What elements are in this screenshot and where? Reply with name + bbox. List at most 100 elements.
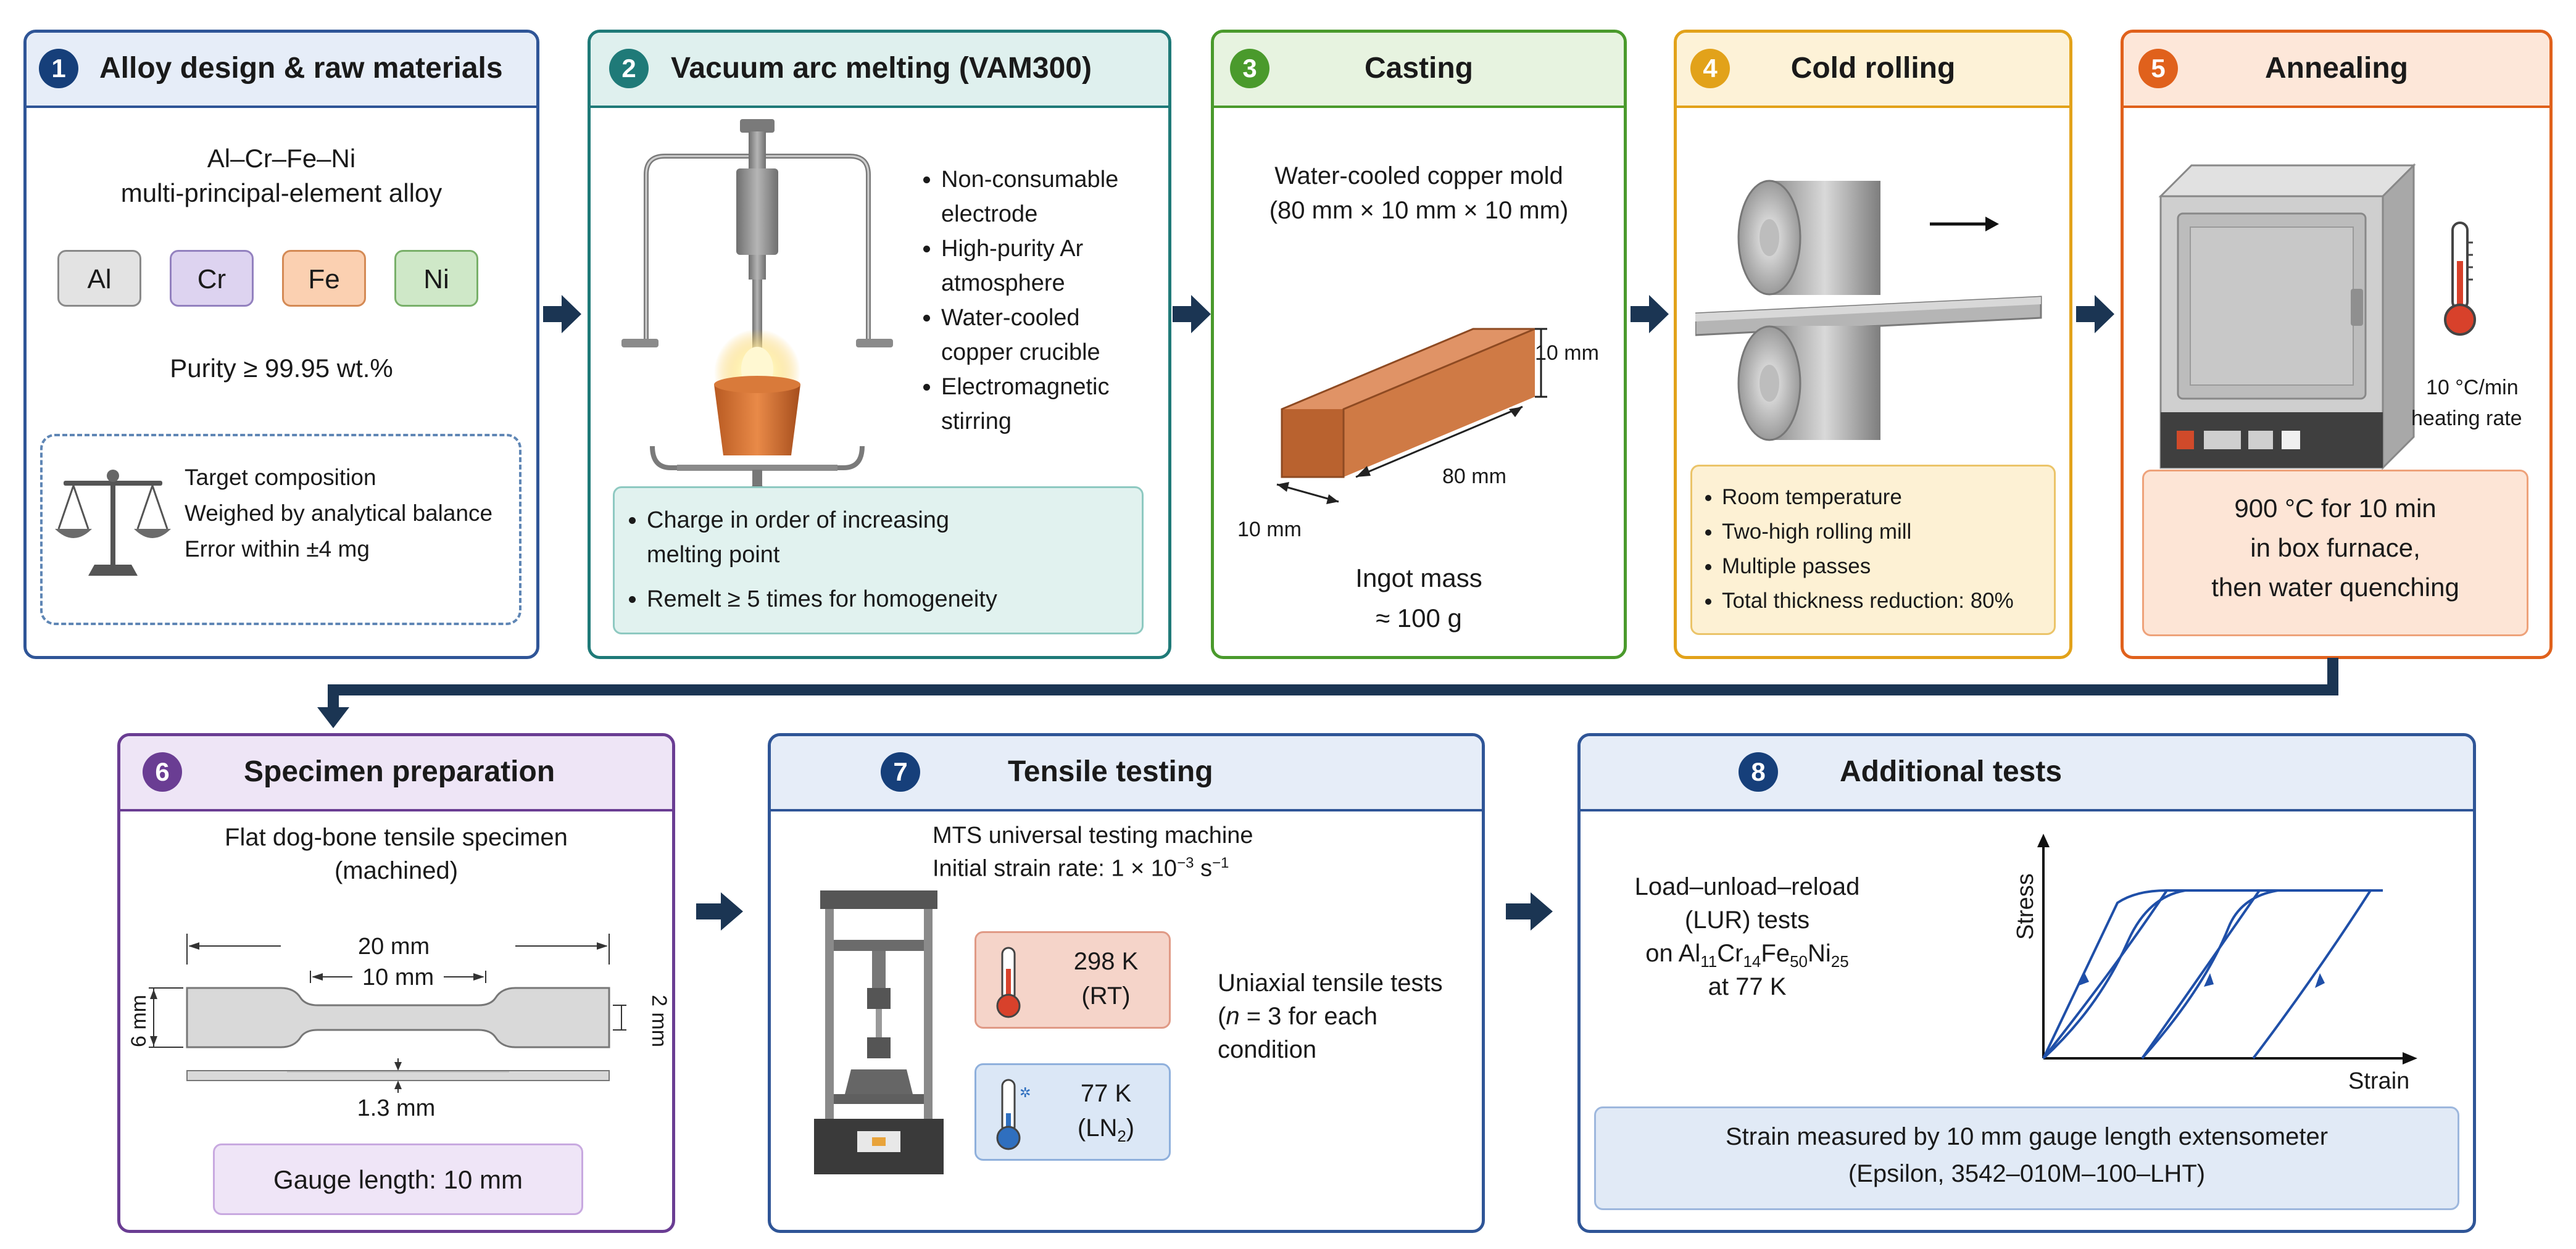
weighing-error: Error within ±4 mg [185,536,370,562]
condition-item: Two-high rolling mill [1722,515,2014,549]
ingot-mass-label: Ingot mass [1355,563,1482,592]
step-number-badge: 5 [2138,49,2178,88]
panel-header: 8 Additional tests [1581,736,2473,811]
step-number-badge: 4 [1690,49,1730,88]
step-number-badge: 7 [881,752,920,792]
heating-rate-value: 10 °C/min [2426,376,2519,399]
stress-strain-lur-curve [2037,834,2417,1064]
step-number-badge: 1 [39,49,78,88]
lur-alloy-composition: on Al11Cr14Fe50Ni25 [1645,940,1849,971]
ingot-mass-value: ≈ 100 g [1376,604,1462,633]
panel-title: Cold rolling [1790,52,1956,85]
ingot-width-label: 10 mm [1237,518,1302,541]
alloy-type: multi-principal-element alloy [120,178,442,207]
panel-tensile-testing: 7 Tensile testing MTS universal testing … [768,733,1485,1233]
step-number-badge: 3 [1230,49,1269,88]
flow-arrow-icon [543,295,581,333]
specimen-machined: (machined) [334,857,459,884]
step-number-badge: 8 [1739,752,1778,792]
panel-specimen-preparation: 6 Specimen preparation Flat dog-bone ten… [117,733,675,1233]
element-cr: Cr [170,250,254,307]
thermometer-hot-icon [996,947,1021,1018]
arc-melting-furnace-illustration [621,119,893,496]
row-connector-arrow-icon [317,658,2338,728]
annealing-condition-line: then water quenching [2211,573,2459,602]
melting-notes-box: Charge in order of increasing melting po… [613,486,1144,634]
rolling-conditions-box: Room temperature Two-high rolling mill M… [1690,465,2056,635]
panel-title: Vacuum arc melting (VAM300) [671,52,1092,85]
panel-title: Tensile testing [1008,755,1213,788]
extensometer-box: Strain measured by 10 mm gauge length ex… [1594,1106,2459,1210]
lur-test-line1: Load–unload–reload [1634,873,1860,900]
feature-item: Water-cooled copper crucible [941,301,1118,370]
step-number-badge: 6 [143,752,182,792]
annealing-conditions-box: 900 °C for 10 min in box furnace, then w… [2142,470,2528,636]
y-axis-label: Stress [2013,873,2038,940]
ingot-length-label: 80 mm [1442,465,1506,488]
flow-arrow-icon [2076,295,2114,333]
total-length-label: 20 mm [358,934,430,960]
dogbone-specimen-illustration [149,934,626,1093]
panel-alloy-design: 1 Alloy design & raw materials Al–Cr–Fe–… [23,30,539,659]
flow-arrow-icon [1506,892,1553,931]
condition-item: Total thickness reduction: 80% [1722,584,2014,618]
panel-title: Annealing [2264,52,2408,85]
mold-dimensions: (80 mm × 10 mm × 10 mm) [1269,197,1569,224]
panel-additional-tests: 8 Additional tests Load–unload–reload (L… [1577,733,2476,1233]
ingot-height-label: 10 mm [1535,341,1599,365]
panel-casting: 3 Casting Water-cooled copper mold (80 m… [1211,30,1627,659]
box-furnace-illustration [2158,163,2416,470]
gauge-length-text: Gauge length: 10 mm [273,1165,523,1194]
feature-item: Non-consumable electrode [941,162,1118,231]
strain-rate: Initial strain rate: 1 × 10−3 s−1 [933,855,1229,882]
panel-header: 7 Tensile testing [771,736,1482,811]
element-ni: Ni [394,250,478,307]
panel-vacuum-arc-melting: 2 Vacuum arc melting (VAM300) Non-consum… [588,30,1171,659]
test-type-line2: (n = 3 for each [1218,1003,1378,1030]
target-composition-label: Target composition [185,465,376,490]
mold-description: Water-cooled copper mold [1274,162,1563,189]
condition-item: Room temperature [1722,480,2014,515]
machine-name: MTS universal testing machine [933,823,1253,849]
ingot-illustration [1276,328,1547,504]
annealing-condition-line: in box furnace, [2250,533,2420,562]
flow-arrow-icon [1631,295,1669,333]
room-temperature-value: 298 K [1073,948,1139,975]
thermometer-icon [2444,222,2476,336]
panel-header: 1 Alloy design & raw materials [27,33,536,108]
alloy-name: Al–Cr–Fe–Ni [207,144,356,173]
element-al: Al [57,250,141,307]
panel-header: 3 Casting [1214,33,1624,108]
panel-title: Casting [1364,52,1473,85]
panel-header: 4 Cold rolling [1677,33,2069,108]
panel-title: Alloy design & raw materials [99,52,503,85]
rolling-mill-illustration [1695,180,2042,441]
purity-text: Purity ≥ 99.95 wt.% [170,354,393,383]
lur-test-line2: (LUR) tests [1684,907,1810,934]
extensometer-line1: Strain measured by 10 mm gauge length ex… [1725,1123,2329,1150]
element-fe: Fe [282,250,366,307]
panel-title: Specimen preparation [244,755,555,788]
testing-machine-illustration [814,890,944,1174]
condition-item: Multiple passes [1722,549,2014,584]
note-item: Charge in order of increasing melting po… [647,503,997,572]
panel-annealing: 5 Annealing 10 °C/min heating rate 900 °… [2121,30,2553,659]
panel-header: 2 Vacuum arc melting (VAM300) [591,33,1168,108]
step-number-badge: 2 [609,49,649,88]
liquid-nitrogen-label: (LN2) [1077,1114,1135,1145]
panel-title: Additional tests [1840,755,2063,788]
gauge-width-label: 2 mm [647,995,671,1047]
gauge-length-box: Gauge length: 10 mm [213,1143,583,1215]
flow-arrow-icon [1173,295,1211,333]
test-type-line1: Uniaxial tensile tests [1218,969,1443,997]
heating-rate-label: heating rate [2411,407,2522,430]
balance-icon [55,470,171,576]
panel-header: 6 Specimen preparation [120,736,672,811]
feature-item: Electromagnetic stirring [941,370,1118,439]
flow-arrow-icon [696,892,743,931]
feature-item: High-purity Ar atmosphere [941,231,1118,301]
liquid-nitrogen-value: 77 K [1080,1080,1132,1107]
room-temperature-condition: 298 K (RT) [974,931,1171,1029]
furnace-features-list: Non-consumable electrode High-purity Ar … [918,162,1118,439]
gauge-length-dim-label: 10 mm [362,965,434,990]
